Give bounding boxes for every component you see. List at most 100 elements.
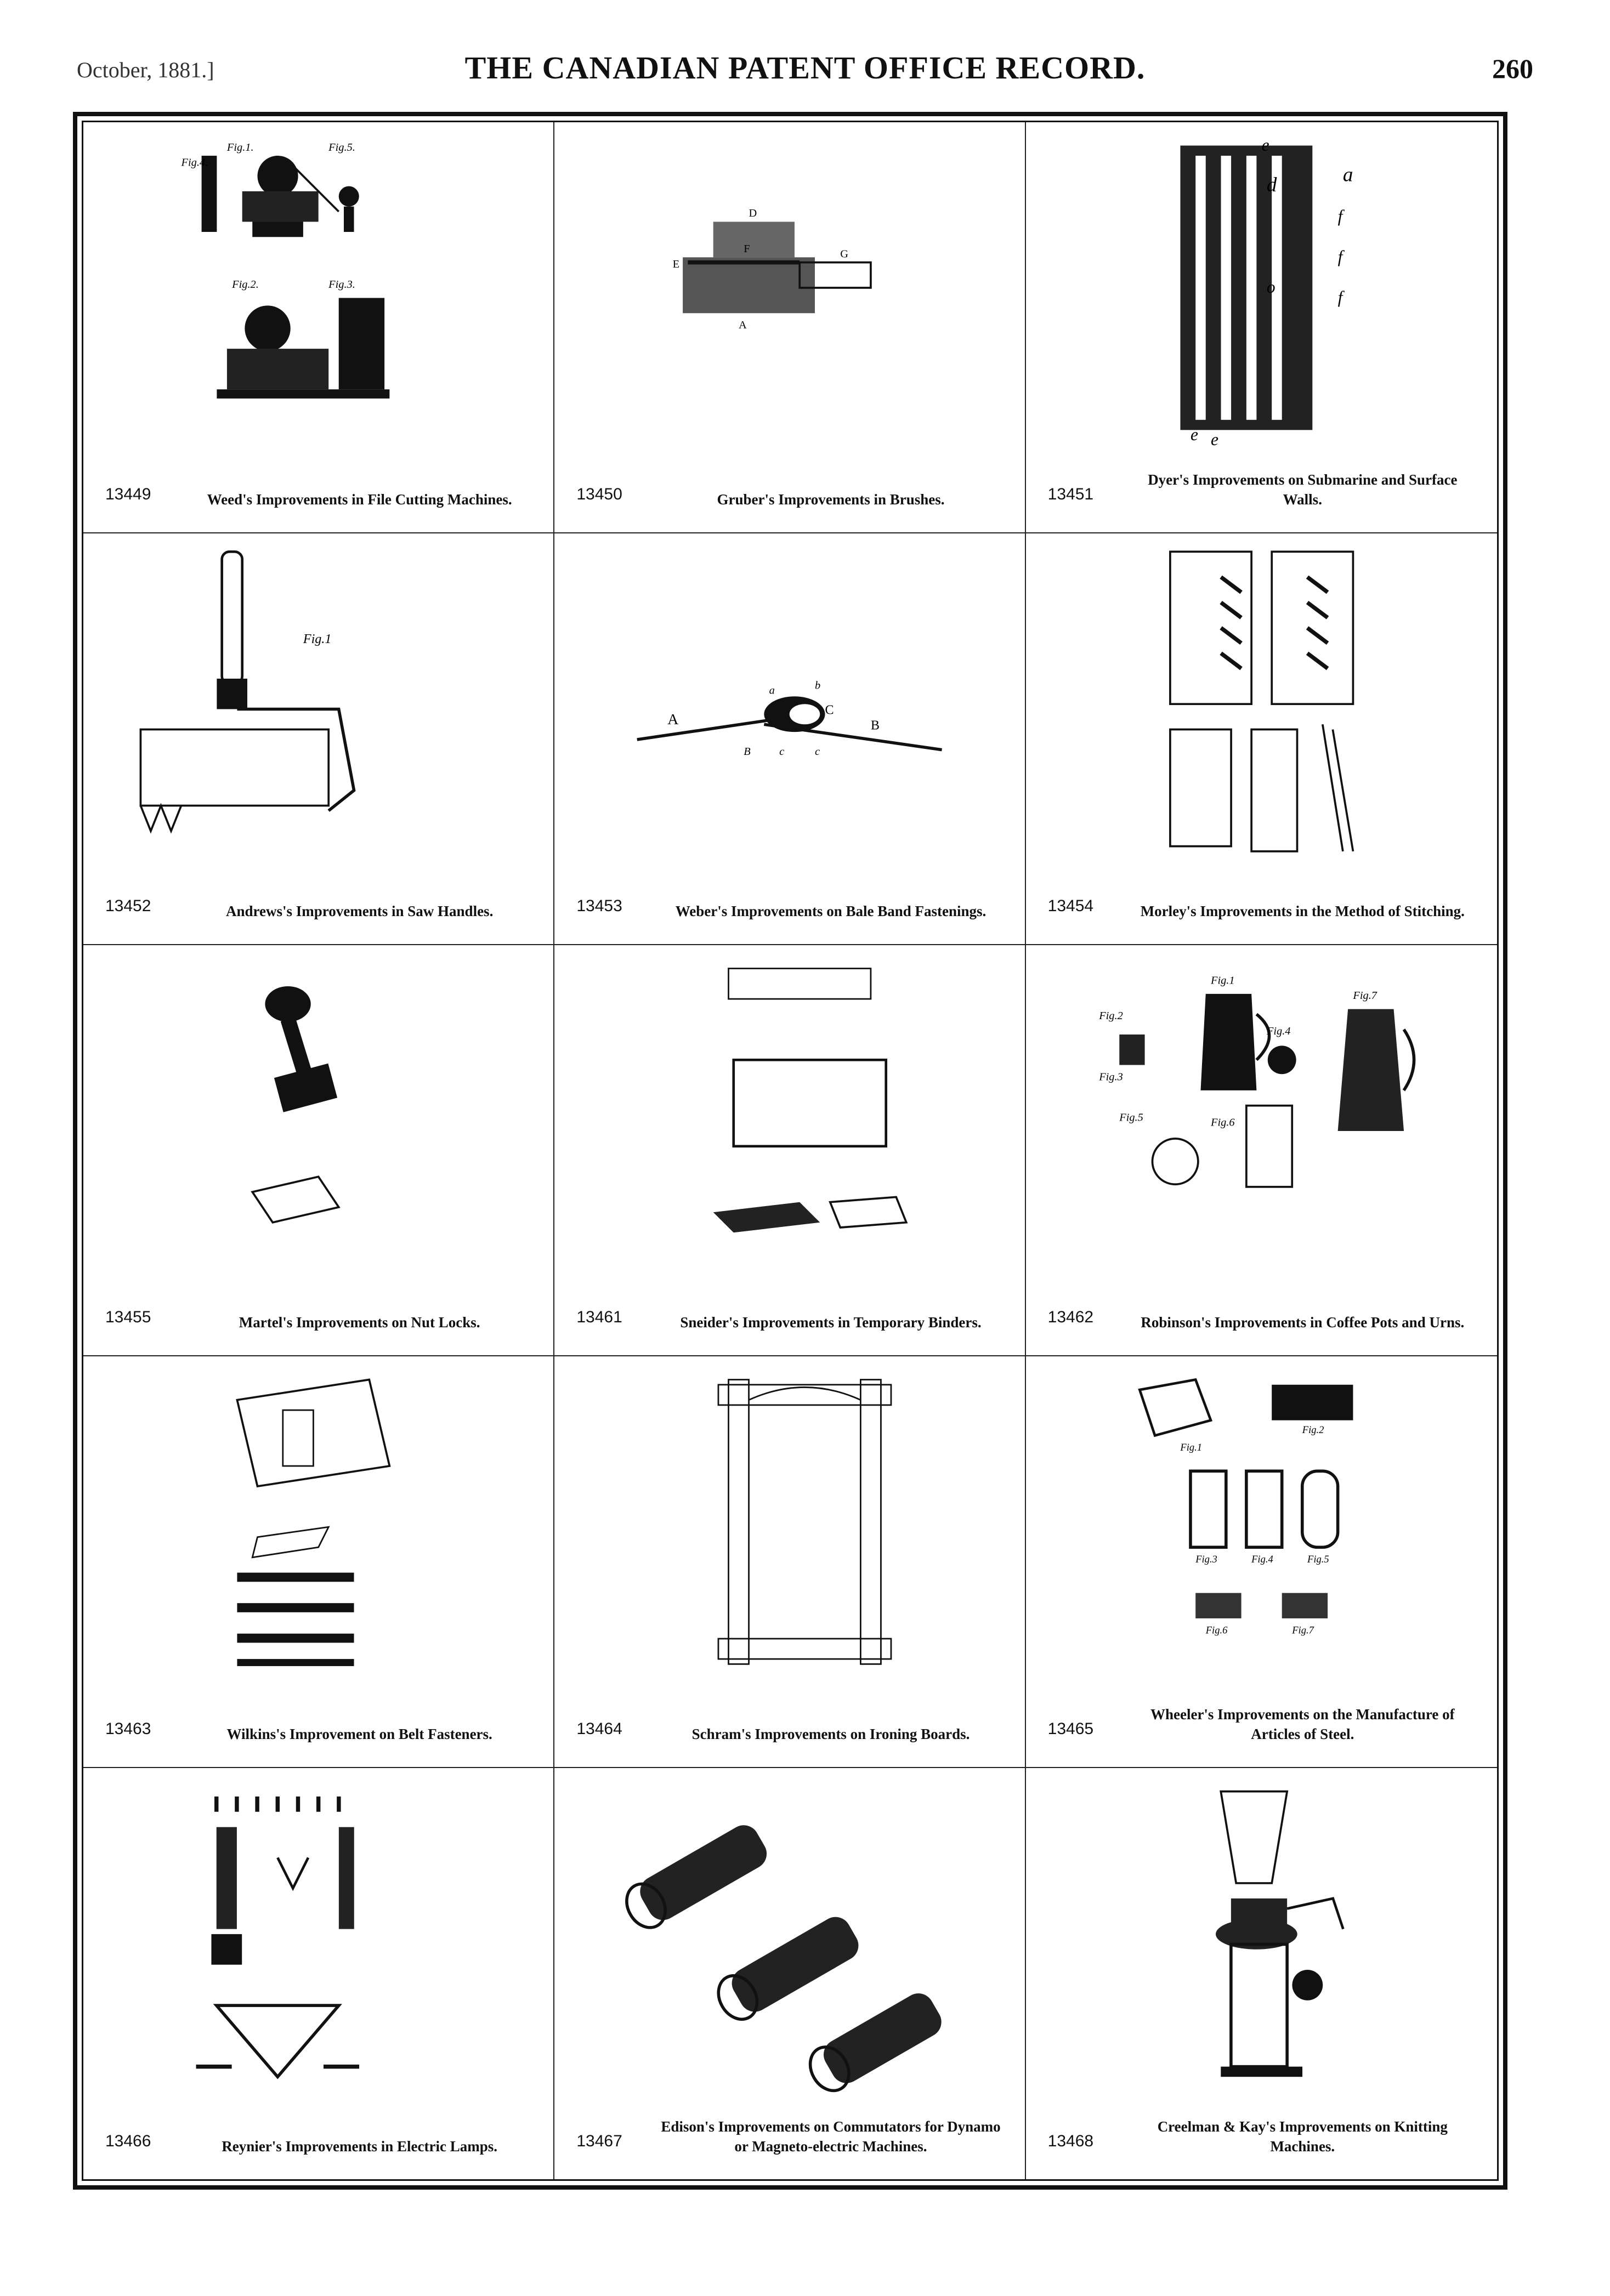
- patent-caption: 13465 Wheeler's Improvements on the Manu…: [1048, 1695, 1481, 1755]
- figure-label-f: f: [1337, 206, 1345, 225]
- patent-number: 13452: [105, 896, 151, 915]
- figure-label-fig5: Fig.5: [1119, 1111, 1143, 1123]
- patent-drawing: [1048, 1781, 1475, 2097]
- patent-grid: Fig.1. Fig.5. Fig.4. Fig.2. Fig.3. 13449…: [82, 121, 1499, 2181]
- page-header: October, 1881.] THE CANADIAN PATENT OFFI…: [77, 49, 1533, 93]
- patent-title: Andrews's Improvements in Saw Handles.: [226, 902, 494, 919]
- patent-title: Creelman & Kay's Improvements on Knittin…: [1157, 2118, 1448, 2155]
- patent-title: Weber's Improvements on Bale Band Fasten…: [675, 902, 987, 919]
- figure-label-fig4: Fig.4: [1251, 1554, 1273, 1565]
- patent-drawing: [576, 958, 1002, 1273]
- patent-number: 13449: [105, 485, 151, 504]
- patent-drawing: [576, 1369, 1002, 1684]
- figure-label-fig7: Fig.7: [1291, 1625, 1314, 1636]
- patent-title: Schram's Improvements on Ironing Boards.: [691, 1725, 970, 1742]
- patent-drawing: Fig.1 Fig.2 Fig.3 Fig.4 Fig.5 Fig.6 Fig.…: [1048, 1369, 1475, 1684]
- figure-label-fig5: Fig.5.: [328, 141, 355, 154]
- patent-number: 13455: [105, 1308, 151, 1327]
- patent-cell: 13455 Martel's Improvements on Nut Locks…: [83, 945, 555, 1357]
- figure-label-fig2: Fig.2: [1301, 1424, 1324, 1436]
- patent-number: 13468: [1047, 2132, 1094, 2150]
- issue-date: October, 1881.]: [77, 58, 214, 82]
- patent-caption: 13453 Weber's Improvements on Bale Band …: [576, 872, 1008, 932]
- patent-number: 13464: [576, 1719, 622, 1738]
- figure-label-b-upper: B: [871, 719, 880, 733]
- patent-number: 13462: [1047, 1308, 1094, 1327]
- patent-number: 13467: [576, 2132, 622, 2150]
- figure-label-f: f: [1337, 247, 1345, 266]
- patent-number: 13466: [105, 2132, 151, 2150]
- patent-title: Wheeler's Improvements on the Manufactur…: [1150, 1706, 1455, 1742]
- patent-number: 13454: [1047, 896, 1094, 915]
- figure-label-g: G: [841, 248, 849, 260]
- patent-cell: A a b C B B c c 13453 Weber's Improvemen…: [554, 533, 1026, 945]
- figure-label-fig1: Fig.1: [1180, 1442, 1202, 1453]
- figure-label-fig2: Fig.2.: [231, 279, 259, 291]
- patent-cell: Fig.1. Fig.5. Fig.4. Fig.2. Fig.3. 13449…: [83, 122, 555, 534]
- patent-title: Robinson's Improvements in Coffee Pots a…: [1141, 1314, 1465, 1331]
- figure-label-e: e: [1211, 430, 1218, 449]
- figure-label-a: A: [739, 319, 747, 331]
- patent-title: Dyer's Improvements on Submarine and Sur…: [1148, 471, 1458, 508]
- patent-drawing: [1048, 547, 1475, 861]
- patent-caption: 13450 Gruber's Improvements in Brushes.: [576, 460, 1008, 520]
- patent-title: Martel's Improvements on Nut Locks.: [239, 1314, 480, 1331]
- patent-caption: 13452 Andrews's Improvements in Saw Hand…: [105, 872, 537, 932]
- figure-label-fig1: Fig.1.: [226, 141, 254, 154]
- figure-label-fig3: Fig.3: [1195, 1554, 1217, 1565]
- patent-cell: 13468 Creelman & Kay's Improvements on K…: [1026, 1768, 1497, 2179]
- figure-label-o: o: [1267, 277, 1275, 297]
- patent-drawing: [105, 958, 531, 1273]
- patent-plate-frame: Fig.1. Fig.5. Fig.4. Fig.2. Fig.3. 13449…: [73, 112, 1507, 2190]
- patent-drawing: A a b C B B c c: [576, 547, 1002, 861]
- patent-number: 13463: [105, 1719, 151, 1738]
- patent-number: 13461: [576, 1308, 622, 1327]
- patent-cell: 13454 Morley's Improvements in the Metho…: [1025, 533, 1497, 945]
- figure-label-a: a: [1343, 163, 1353, 186]
- patent-title: Morley's Improvements in the Method of S…: [1140, 902, 1465, 919]
- figure-label-f: f: [1337, 288, 1345, 307]
- figure-label-e: E: [673, 258, 679, 270]
- figure-label-fig1: Fig.1: [303, 632, 332, 646]
- patent-caption: 13455 Martel's Improvements on Nut Locks…: [105, 1283, 537, 1343]
- patent-cell: Fig.1 Fig.2 Fig.3 Fig.4 Fig.5 Fig.6 Fig.…: [1025, 1356, 1497, 1768]
- patent-caption: 13466 Reynier's Improvements in Electric…: [105, 2107, 537, 2167]
- figure-label-fig2: Fig.2: [1098, 1010, 1123, 1022]
- patent-title: Reynier's Improvements in Electric Lamps…: [222, 2138, 498, 2155]
- patent-caption: 13463 Wilkins's Improvement on Belt Fast…: [105, 1695, 537, 1755]
- patent-cell: 13461 Sneider's Improvements in Temporar…: [554, 945, 1026, 1357]
- patent-cell: e a d f f f o e e 13451 Dyer's Improveme…: [1025, 122, 1497, 534]
- figure-label-c-upper: C: [825, 703, 834, 718]
- figure-label-e: e: [1261, 135, 1269, 155]
- patent-drawing: Fig.1 Fig.2 Fig.3 Fig.4 Fig.5 Fig.6 Fig.…: [1048, 958, 1475, 1273]
- patent-title: Weed's Improvements in File Cutting Mach…: [207, 491, 512, 508]
- patent-caption: 13462 Robinson's Improvements in Coffee …: [1048, 1283, 1481, 1343]
- patent-title: Edison's Improvements on Commutators for…: [661, 2118, 1001, 2155]
- publication-title: THE CANADIAN PATENT OFFICE RECORD.: [464, 50, 1146, 86]
- figure-label-fig1: Fig.1: [1210, 974, 1235, 986]
- figure-label-fig6: Fig.6: [1205, 1625, 1227, 1636]
- patent-number: 13450: [576, 485, 622, 504]
- patent-cell: D F G E A 13450 Gruber's Improvements in…: [554, 122, 1026, 534]
- figure-label-fig4: Fig.4: [1266, 1025, 1291, 1037]
- figure-label-c-lower: c: [779, 746, 784, 758]
- patent-caption: 13451 Dyer's Improvements on Submarine a…: [1048, 460, 1481, 520]
- patent-drawing: [105, 1781, 531, 2097]
- patent-drawing: Fig.1. Fig.5. Fig.4. Fig.2. Fig.3.: [105, 135, 531, 450]
- figure-label-e: e: [1191, 425, 1198, 444]
- patent-number: 13465: [1047, 1719, 1094, 1738]
- patent-cell: Fig.1 13452 Andrews's Improvements in Sa…: [83, 533, 555, 945]
- patent-number: 13453: [576, 896, 622, 915]
- patent-drawing: [105, 1369, 531, 1684]
- figure-label-b-lower: b: [815, 680, 820, 692]
- figure-label-a-upper: A: [668, 712, 679, 729]
- patent-title: Wilkins's Improvement on Belt Fasteners.: [226, 1725, 492, 1742]
- figure-label-fig7: Fig.7: [1352, 990, 1377, 1002]
- figure-label-d: d: [1267, 174, 1277, 196]
- patent-caption: 13468 Creelman & Kay's Improvements on K…: [1048, 2107, 1481, 2167]
- patent-caption: 13454 Morley's Improvements in the Metho…: [1048, 872, 1481, 932]
- patent-drawing: e a d f f f o e e: [1048, 135, 1475, 450]
- patent-title: Gruber's Improvements in Brushes.: [717, 491, 945, 508]
- figure-label-fig3: Fig.3: [1098, 1071, 1123, 1083]
- patent-caption: 13461 Sneider's Improvements in Temporar…: [576, 1283, 1008, 1343]
